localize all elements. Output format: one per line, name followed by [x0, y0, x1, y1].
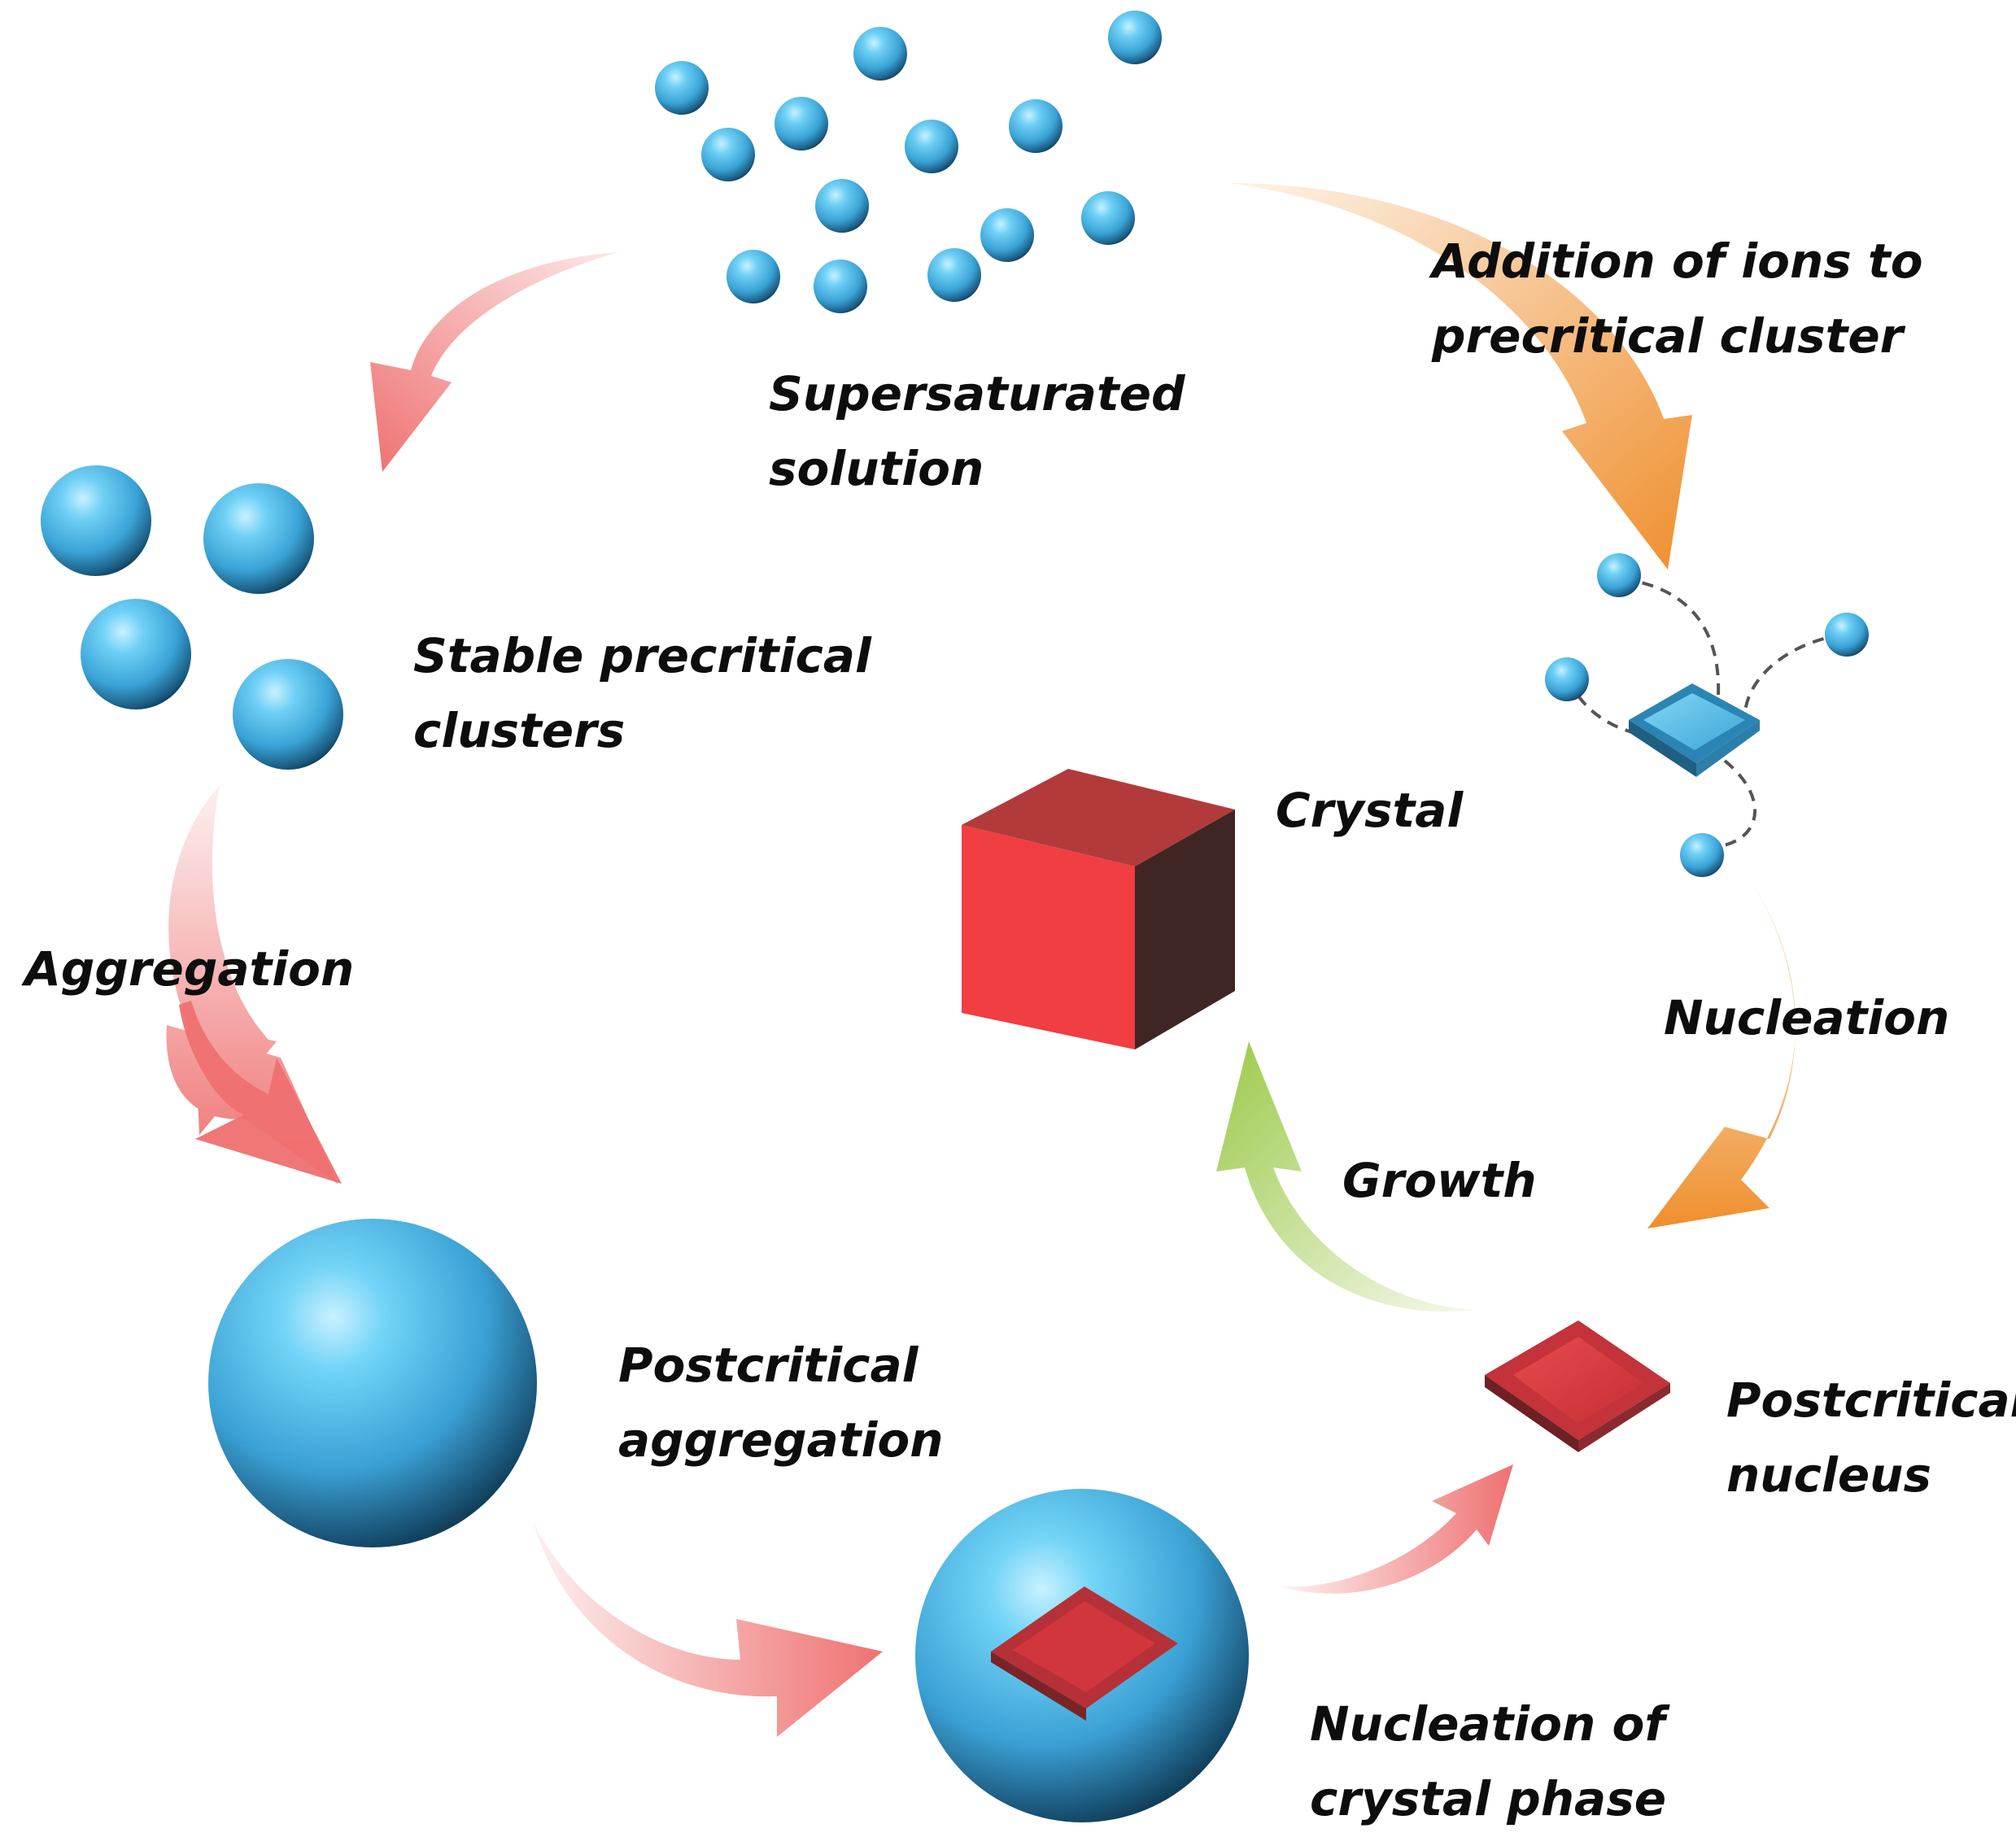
cluster-sphere — [233, 659, 343, 770]
arrow-to-crystal-phase — [533, 1521, 883, 1737]
label-line: clusters — [413, 703, 626, 758]
red-plate-edge — [991, 1652, 1086, 1721]
label-line: Addition of ions to — [1432, 233, 1923, 289]
label-line: nucleus — [1726, 1447, 1931, 1503]
cluster-plate-edge — [1696, 720, 1760, 777]
nucleus-plate-edge — [1578, 1383, 1670, 1452]
ion-sphere — [1680, 833, 1724, 877]
label-stable-precritical-clusters: Stable precritical clusters — [413, 618, 871, 768]
postcritical-aggregate-sphere — [208, 1219, 537, 1547]
label-line: crystal phase — [1310, 1771, 1667, 1826]
ion-sphere — [1597, 553, 1641, 597]
ion-sphere — [1545, 657, 1589, 701]
ion-sphere — [927, 248, 981, 302]
crystal-phase-nucleus-sphere — [915, 1489, 1249, 1822]
arrow-addition-of-ions — [1228, 183, 1692, 570]
ion-sphere — [815, 179, 869, 233]
ion-sphere — [814, 260, 867, 313]
label-line: Supersaturated — [769, 366, 1185, 421]
cube-side-face — [1135, 810, 1235, 1050]
label-postcritical-aggregation: Postcritical aggregation — [618, 1328, 944, 1477]
label-line: Stable precritical — [413, 628, 871, 683]
nucleus-plate-top — [1513, 1337, 1643, 1424]
cube-front-face — [962, 825, 1135, 1050]
ion-path — [1622, 578, 1721, 717]
ion-path — [1743, 633, 1844, 713]
label-addition-of-ions: Addition of ions to precritical cluster — [1432, 224, 1923, 373]
ion-sphere — [1081, 191, 1135, 245]
red-plate-top — [1013, 1601, 1155, 1692]
ion-sphere — [1108, 11, 1162, 64]
ion-sphere — [701, 128, 755, 181]
cluster-sphere — [41, 465, 151, 576]
label-line: Postcritical — [618, 1338, 919, 1393]
cluster-plate-top — [1643, 693, 1745, 750]
cluster-plate-edge — [1629, 720, 1696, 777]
label-growth: Growth — [1342, 1153, 1537, 1208]
arrow-growth — [1216, 1041, 1477, 1312]
arrow-to-stable-clusters — [370, 252, 618, 472]
cluster-sphere — [203, 483, 314, 594]
crystal-cube — [962, 769, 1235, 1050]
label-crystal: Crystal — [1276, 783, 1464, 838]
ion-sphere — [727, 250, 780, 303]
nucleus-plate-edge — [1485, 1375, 1578, 1452]
precritical-cluster-with-ions — [1545, 553, 1869, 877]
label-aggregation: Aggregation — [24, 941, 355, 997]
arrow-to-postcritical-nucleus — [1281, 1464, 1513, 1594]
label-line: precritical cluster — [1432, 308, 1904, 364]
stable-precritical-clusters — [41, 465, 343, 770]
label-line: Nucleation of — [1310, 1696, 1665, 1752]
ion-sphere — [1009, 99, 1063, 153]
supersaturated-ions — [655, 11, 1162, 313]
label-nucleation-of-crystal-phase: Nucleation of crystal phase — [1310, 1687, 1666, 1836]
label-line: solution — [769, 441, 984, 496]
label-postcritical-nucleus: Postcritical nucleus — [1726, 1363, 2016, 1512]
ion-sphere — [980, 208, 1034, 262]
label-line: aggregation — [618, 1412, 944, 1468]
arrow-aggregation — [166, 785, 338, 1184]
ion-sphere — [655, 61, 709, 115]
cluster-sphere — [81, 599, 191, 709]
ion-sphere — [1825, 613, 1869, 657]
ion-path — [1720, 759, 1756, 848]
label-nucleation: Nucleation — [1664, 990, 1950, 1045]
label-line: Postcritical — [1726, 1372, 2016, 1428]
ion-sphere — [775, 97, 828, 151]
ion-sphere — [853, 27, 907, 81]
cube-top-face — [962, 769, 1235, 866]
label-supersaturated-solution: Supersaturated solution — [769, 356, 1185, 506]
postcritical-nucleus-plate — [1485, 1320, 1670, 1452]
ion-sphere — [905, 120, 958, 173]
arrow-aggregation-head — [179, 1001, 342, 1184]
arrow-nucleation — [1647, 879, 1796, 1228]
